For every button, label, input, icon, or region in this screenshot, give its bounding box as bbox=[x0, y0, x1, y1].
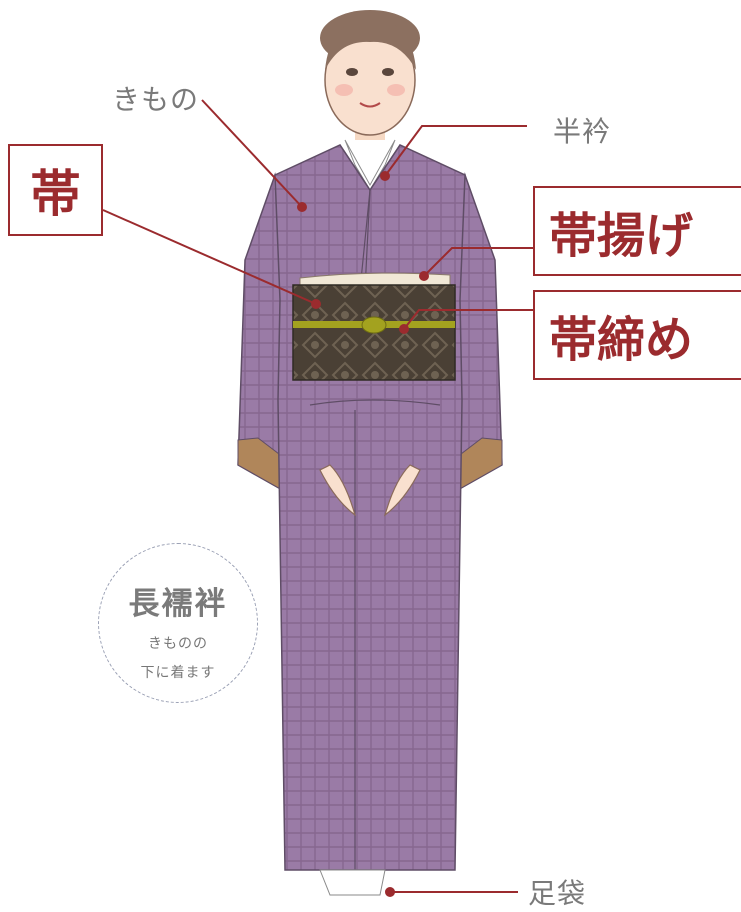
head bbox=[320, 10, 420, 140]
label-obijime: 帯締め bbox=[533, 290, 741, 380]
leader-dot-icon bbox=[419, 271, 429, 281]
leader-dot-icon bbox=[311, 299, 321, 309]
leader-dot-icon bbox=[380, 171, 390, 181]
han-eri-collar bbox=[344, 139, 396, 191]
nagajuban-line1: きものの bbox=[148, 636, 208, 652]
left-hand bbox=[319, 464, 357, 517]
right-hand bbox=[383, 464, 421, 517]
label-tabi: 足袋 bbox=[528, 877, 587, 910]
leader-dot-icon bbox=[385, 887, 395, 897]
tabi-feet bbox=[319, 869, 386, 896]
nagajuban-line2: 下に着ます bbox=[140, 665, 216, 681]
label-obiage: 帯揚げ bbox=[533, 186, 741, 276]
kimono-body bbox=[274, 144, 466, 871]
leader-lines bbox=[102, 99, 533, 893]
nagajuban-note: 長襦袢 きものの 下に着ます bbox=[98, 543, 258, 703]
label-obi: 帯 bbox=[8, 144, 103, 236]
leader-dots bbox=[297, 171, 429, 897]
label-kimono: きもの bbox=[112, 83, 200, 116]
leader-dot-icon bbox=[399, 324, 409, 334]
label-han-eri: 半衿 bbox=[553, 115, 612, 148]
nagajuban-title: 長襦袢 bbox=[128, 586, 228, 622]
leader-dot-icon bbox=[297, 202, 307, 212]
